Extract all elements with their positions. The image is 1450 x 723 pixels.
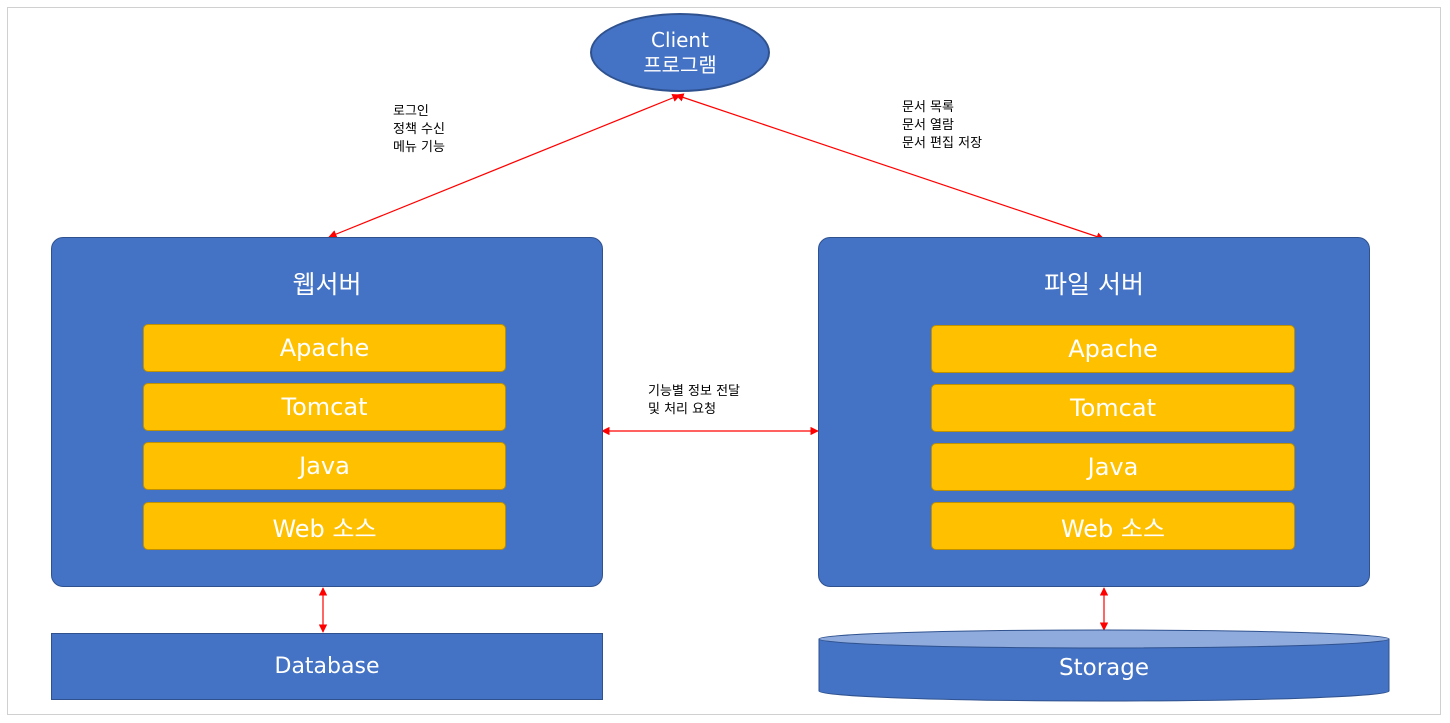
storage-label: Storage — [1059, 655, 1149, 681]
file-server-title: 파일 서버 — [1044, 270, 1144, 299]
note-between-servers: 기능별 정보 전달 및 처리 요청 — [648, 384, 740, 417]
file-server-box: 파일 서버 Apache Tomcat Java Web 소스 — [818, 237, 1370, 587]
web-layer-apache: Apache — [143, 324, 506, 372]
web-layer-java: Java — [143, 442, 506, 490]
file-layer-tomcat: Tomcat — [931, 384, 1295, 432]
web-server-title: 웹서버 — [292, 270, 362, 299]
file-layer-apache: Apache — [931, 325, 1295, 373]
file-layer-java: Java — [931, 443, 1295, 491]
client-line1: Client — [651, 27, 709, 52]
storage-cylinder-shape — [818, 629, 1390, 702]
database-box: Database — [51, 633, 603, 700]
client-program-node: Client 프로그램 — [590, 13, 770, 92]
file-layer-source: Web 소스 — [931, 502, 1295, 550]
web-server-box: 웹서버 Apache Tomcat Java Web 소스 — [51, 237, 603, 587]
client-line2: 프로그램 — [643, 52, 717, 77]
storage-cylinder: Storage — [818, 629, 1390, 705]
web-layer-tomcat: Tomcat — [143, 383, 506, 431]
note-web-client: 로그인 정책 수신 메뉴 기능 — [393, 104, 445, 155]
note-file-client: 문서 목록 문서 열람 문서 편집 저장 — [902, 100, 983, 151]
web-layer-source: Web 소스 — [143, 502, 506, 550]
